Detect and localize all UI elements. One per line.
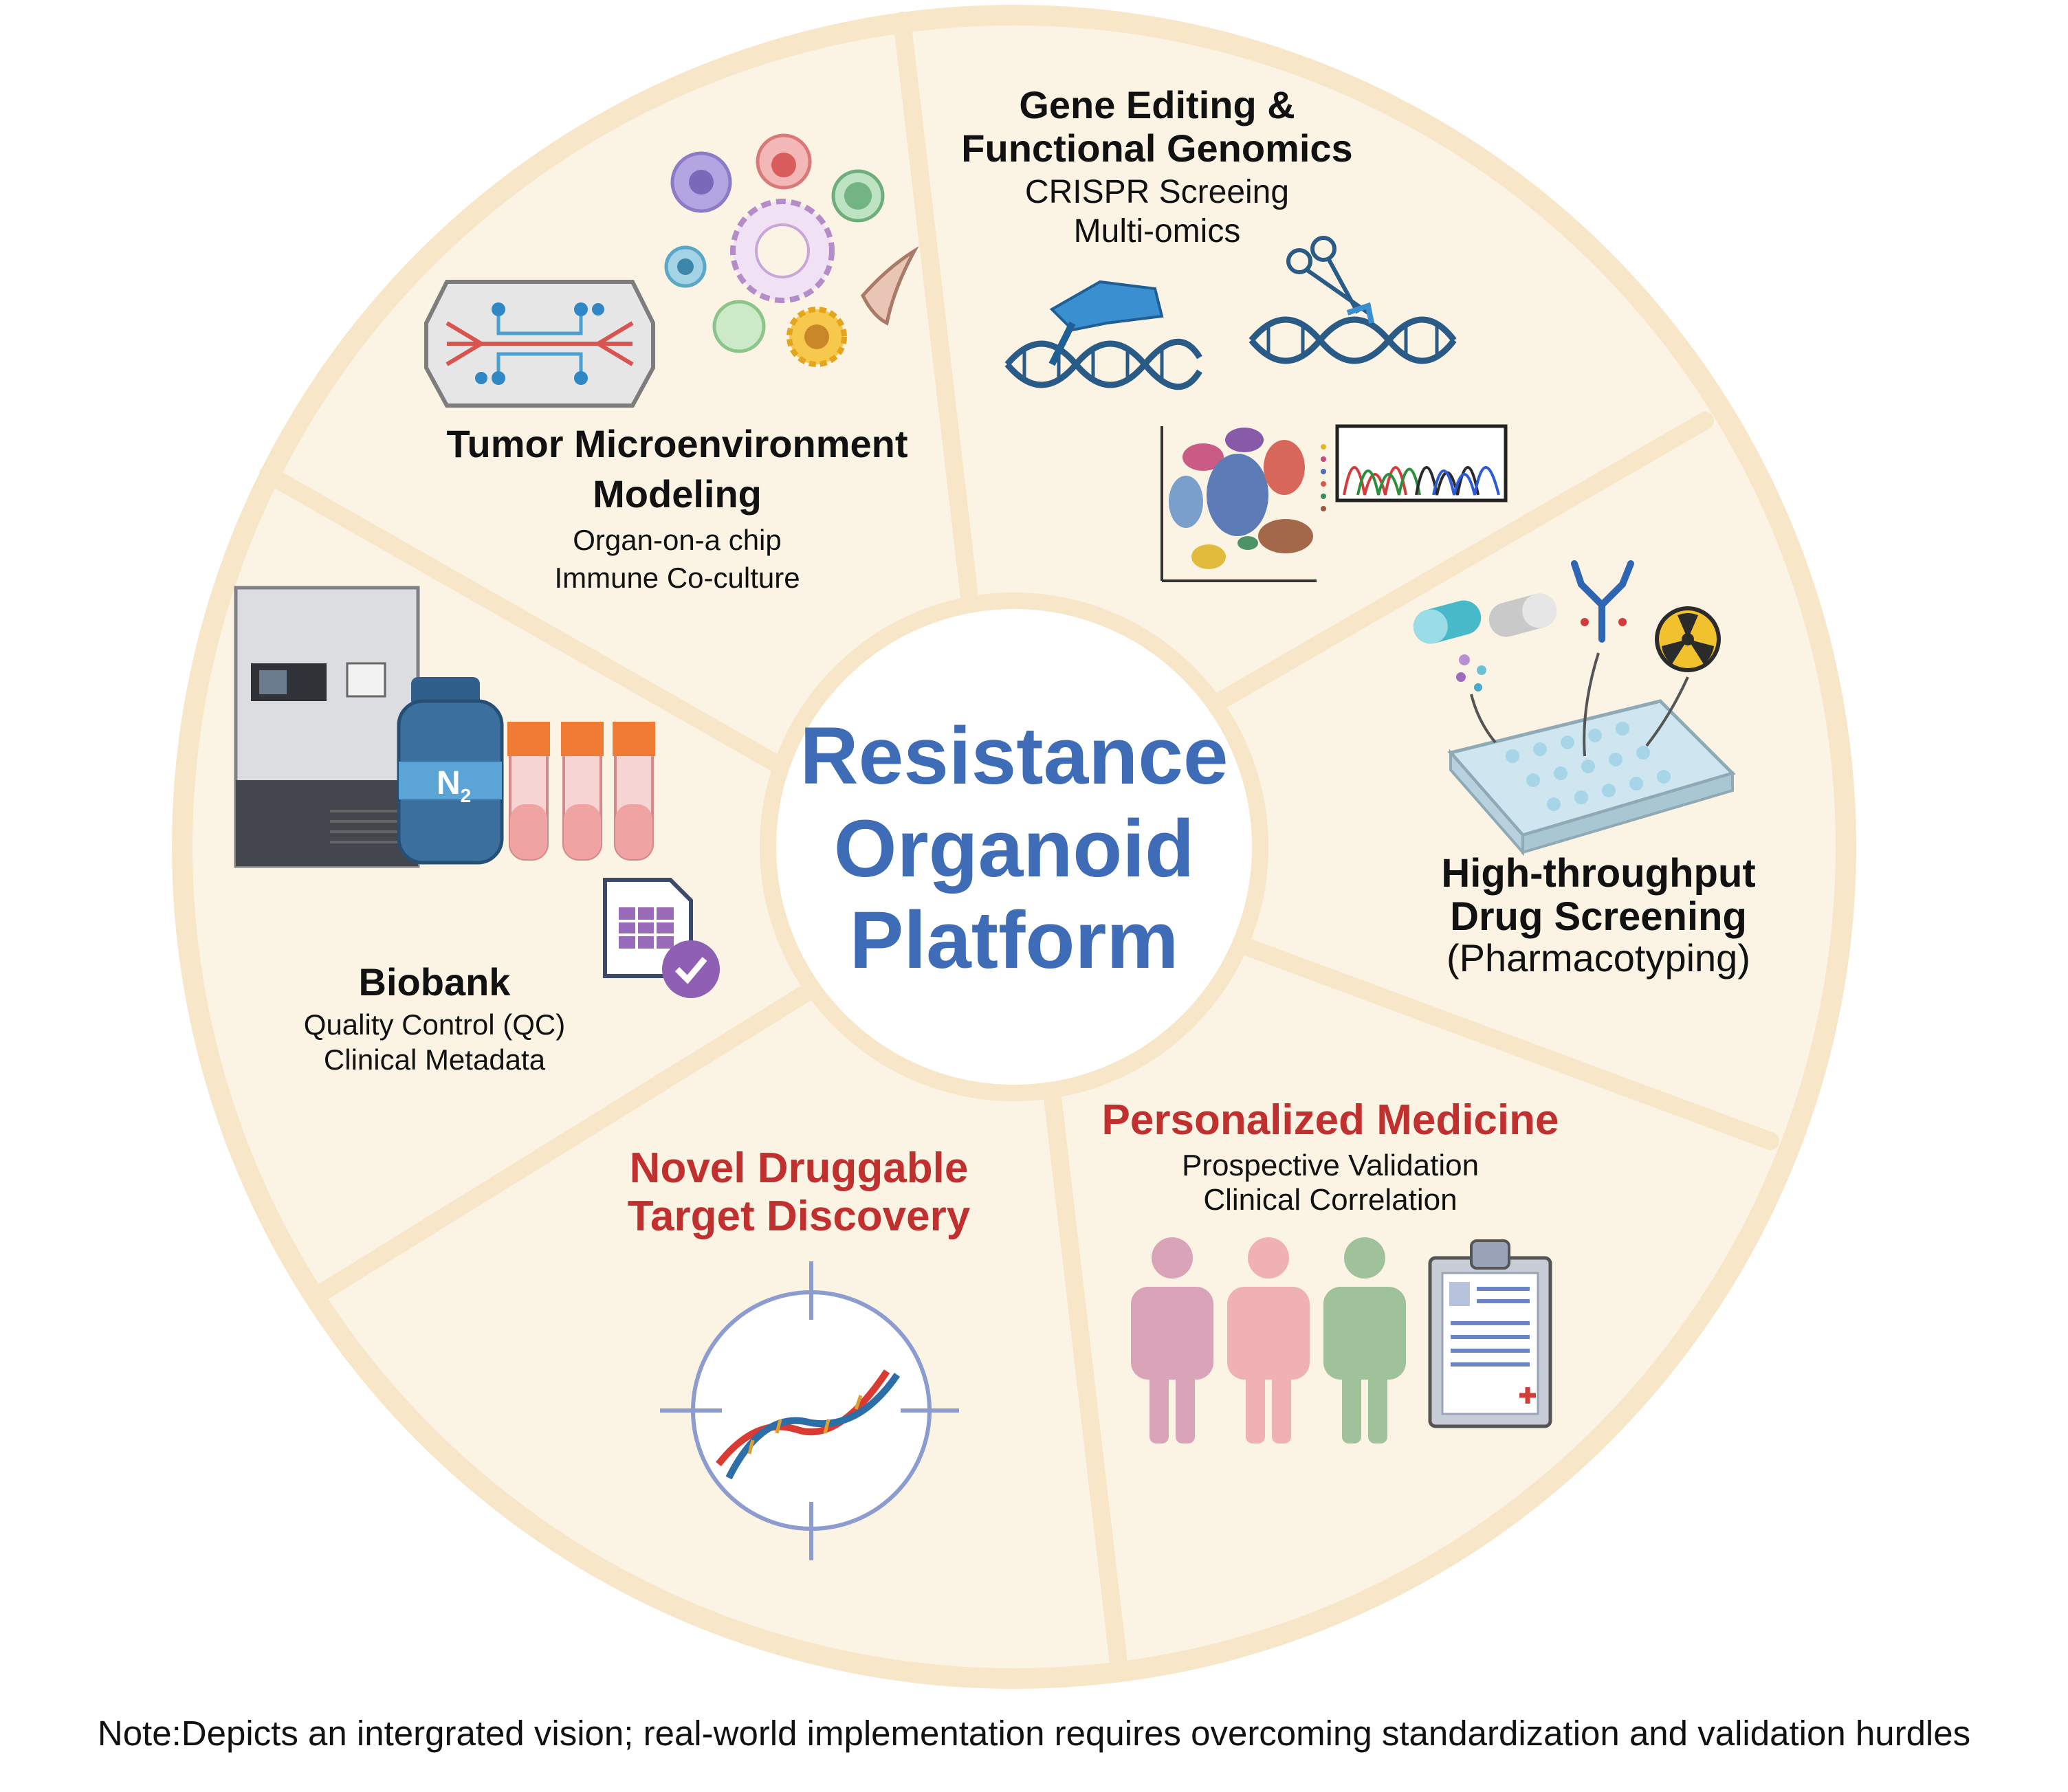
pm-sub-line2: Clinical Correlation — [1203, 1183, 1457, 1217]
wedge-dividers — [259, 12, 1779, 1678]
sequencing-trace-icon — [1335, 424, 1508, 502]
sample-tubes-icon — [507, 722, 655, 861]
data-checklist-icon — [603, 878, 720, 998]
hts-sub-line1: (Pharmacotyping) — [1446, 936, 1750, 980]
gene-editing-pen-icon — [1004, 280, 1202, 390]
gene-sub-line2: Multi-omics — [1074, 213, 1241, 250]
center-title-line2: Organoid — [834, 804, 1194, 894]
biobank-sub-line2: Clinical Metadata — [324, 1043, 546, 1076]
well-plate-icon — [1447, 652, 1736, 856]
patients-icon — [1131, 1237, 1406, 1443]
gene-title-line2: Functional Genomics — [961, 126, 1352, 170]
biobank-sub-line1: Quality Control (QC) — [304, 1008, 565, 1041]
clipboard-icon — [1428, 1239, 1552, 1428]
organ-chip-icon — [424, 280, 655, 408]
biobank-title: Biobank — [359, 960, 512, 1004]
liquid-nitrogen-tank-icon — [397, 677, 504, 865]
pm-sub-line1: Prospective Validation — [1182, 1149, 1479, 1182]
hts-title-line1: High-throughput — [1441, 851, 1755, 896]
n2-label: N2 — [437, 765, 471, 806]
tme-sub-line1: Organ-on-a chip — [573, 524, 782, 556]
tme-title-line2: Modeling — [593, 472, 762, 516]
footnote: Note:Depicts an intergrated vision; real… — [97, 1714, 1971, 1753]
tsne-plot-icon — [1160, 426, 1326, 582]
hts-title-line2: Drug Screening — [1450, 894, 1747, 939]
gene-title-line1: Gene Editing & — [1019, 83, 1295, 126]
tme-sub-line2: Immune Co-culture — [554, 562, 800, 594]
center-hub — [760, 593, 1268, 1101]
crispr-scissors-icon — [1248, 236, 1457, 364]
tme-title-line1: Tumor Microenvironment — [446, 422, 908, 465]
freezer-icon — [234, 586, 420, 868]
antibody-icon — [1571, 560, 1634, 643]
target-title-line2: Target Discovery — [628, 1193, 971, 1240]
gene-sub-line1: CRISPR Screeing — [1025, 174, 1289, 210]
pm-title: Personalized Medicine — [1102, 1096, 1559, 1144]
immune-cells-icon — [664, 133, 919, 367]
center-title-line1: Resistance — [800, 711, 1228, 801]
dna-target-icon — [660, 1261, 959, 1560]
drug-capsules-icon — [1413, 593, 1557, 692]
target-title-line1: Novel Druggable — [630, 1144, 969, 1192]
radiation-icon — [1655, 606, 1721, 672]
center-title-line3: Platform — [850, 895, 1179, 986]
